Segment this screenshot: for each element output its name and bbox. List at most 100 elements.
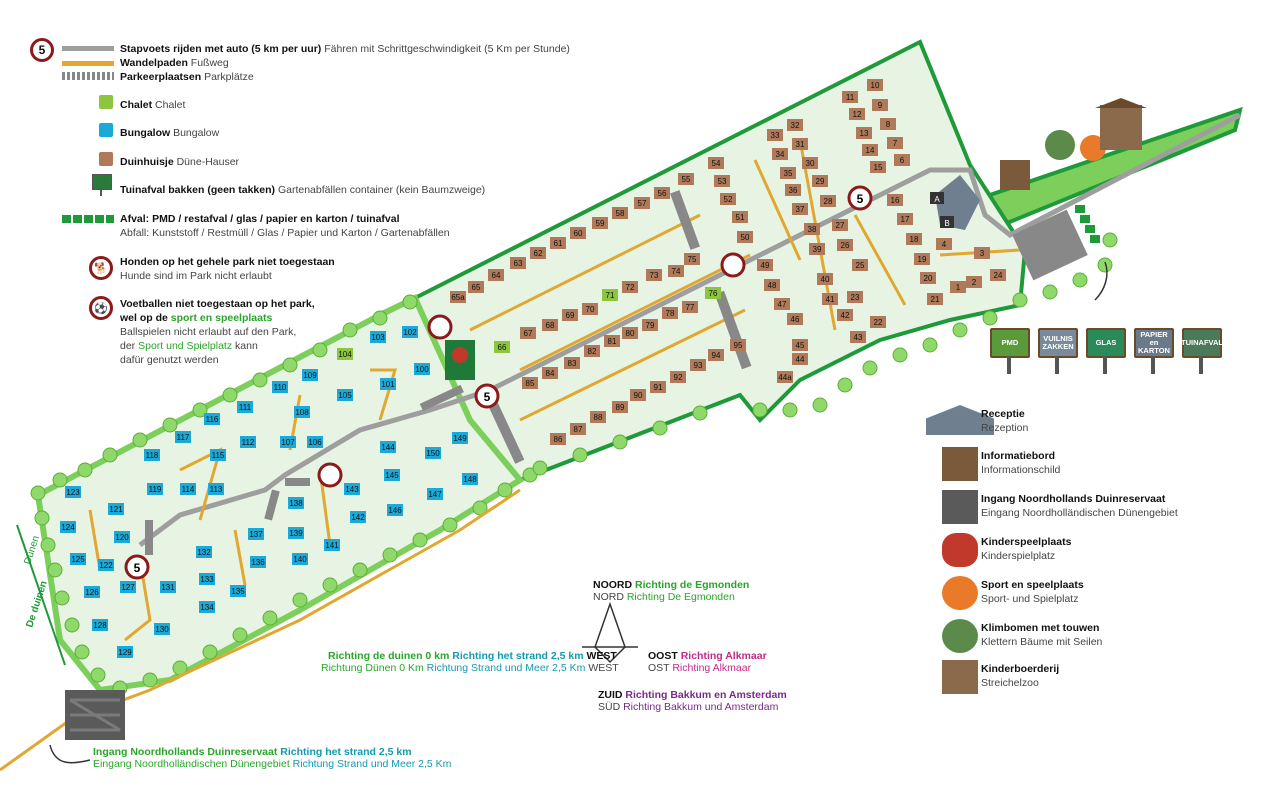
plot-150[interactable] [425,447,441,459]
plot-140[interactable] [292,553,308,565]
plot-68[interactable] [542,319,558,331]
plot-53[interactable] [714,175,730,187]
plot-65[interactable] [468,281,484,293]
plot-50[interactable] [737,231,753,243]
plot-72[interactable] [622,281,638,293]
plot-121[interactable] [108,503,124,515]
plot-25[interactable] [852,259,868,271]
plot-64[interactable] [488,269,504,281]
plot-52[interactable] [720,193,736,205]
plot-26[interactable] [837,239,853,251]
plot-138[interactable] [288,497,304,509]
plot-111[interactable] [237,401,253,413]
plot-91[interactable] [650,381,666,393]
plot-108[interactable] [294,406,310,418]
plot-46[interactable] [787,313,803,325]
plot-2[interactable] [966,276,982,288]
plot-77[interactable] [682,301,698,313]
plot-16[interactable] [887,194,903,206]
plot-122[interactable] [98,559,114,571]
plot-12[interactable] [849,108,865,120]
plot-75[interactable] [684,253,700,265]
plot-95[interactable] [730,339,746,351]
plot-51[interactable] [732,211,748,223]
plot-71[interactable] [602,289,618,301]
plot-13[interactable] [856,127,872,139]
plot-136[interactable] [250,556,266,568]
plot-40[interactable] [817,273,833,285]
plot-8[interactable] [880,118,896,130]
plot-23[interactable] [847,291,863,303]
plot-103[interactable] [370,331,386,343]
plot-145[interactable] [384,469,400,481]
plot-63[interactable] [510,257,526,269]
plot-129[interactable] [117,646,133,658]
plot-128[interactable] [92,619,108,631]
plot-39[interactable] [809,243,825,255]
plot-123[interactable] [65,486,81,498]
plot-1[interactable] [950,281,966,293]
plot-126[interactable] [84,586,100,598]
plot-44[interactable] [792,353,808,365]
plot-43[interactable] [850,331,866,343]
plot-104[interactable] [337,348,353,360]
plot-62[interactable] [530,247,546,259]
plot-85[interactable] [522,377,538,389]
plot-82[interactable] [584,345,600,357]
plot-19[interactable] [914,253,930,265]
plot-27[interactable] [832,219,848,231]
plot-66[interactable] [494,341,510,353]
plot-70[interactable] [582,303,598,315]
plot-67[interactable] [520,327,536,339]
plot-133[interactable] [199,573,215,585]
plot-11[interactable] [842,91,858,103]
plot-120[interactable] [114,531,130,543]
plot-143[interactable] [344,483,360,495]
plot-113[interactable] [208,483,224,495]
plot-76[interactable] [705,287,721,299]
plot-65a[interactable] [450,291,466,303]
plot-110[interactable] [272,381,288,393]
plot-42[interactable] [837,309,853,321]
plot-116[interactable] [204,413,220,425]
plot-100[interactable] [414,363,430,375]
plot-31[interactable] [792,138,808,150]
plot-44a[interactable] [777,371,793,383]
plot-15[interactable] [870,161,886,173]
plot-89[interactable] [612,401,628,413]
plot-54[interactable] [708,157,724,169]
plot-94[interactable] [708,349,724,361]
plot-117[interactable] [175,431,191,443]
plot-32[interactable] [787,119,803,131]
plot-114[interactable] [180,483,196,495]
plot-80[interactable] [622,327,638,339]
plot-28[interactable] [820,195,836,207]
plot-147[interactable] [427,488,443,500]
plot-14[interactable] [862,144,878,156]
plot-130[interactable] [154,623,170,635]
plot-106[interactable] [307,436,323,448]
plot-49[interactable] [757,259,773,271]
plot-34[interactable] [772,148,788,160]
plot-118[interactable] [144,449,160,461]
plot-101[interactable] [380,378,396,390]
plot-124[interactable] [60,521,76,533]
plot-107[interactable] [280,436,296,448]
plot-60[interactable] [570,227,586,239]
plot-7[interactable] [887,137,903,149]
plot-146[interactable] [387,504,403,516]
plot-73[interactable] [646,269,662,281]
plot-30[interactable] [802,157,818,169]
plot-132[interactable] [196,546,212,558]
plot-87[interactable] [570,423,586,435]
plot-88[interactable] [590,411,606,423]
plot-38[interactable] [804,223,820,235]
plot-142[interactable] [350,511,366,523]
plot-57[interactable] [634,197,650,209]
plot-81[interactable] [604,335,620,347]
plot-45[interactable] [792,339,808,351]
plot-84[interactable] [542,367,558,379]
plot-90[interactable] [630,389,646,401]
plot-141[interactable] [324,539,340,551]
plot-127[interactable] [120,581,136,593]
